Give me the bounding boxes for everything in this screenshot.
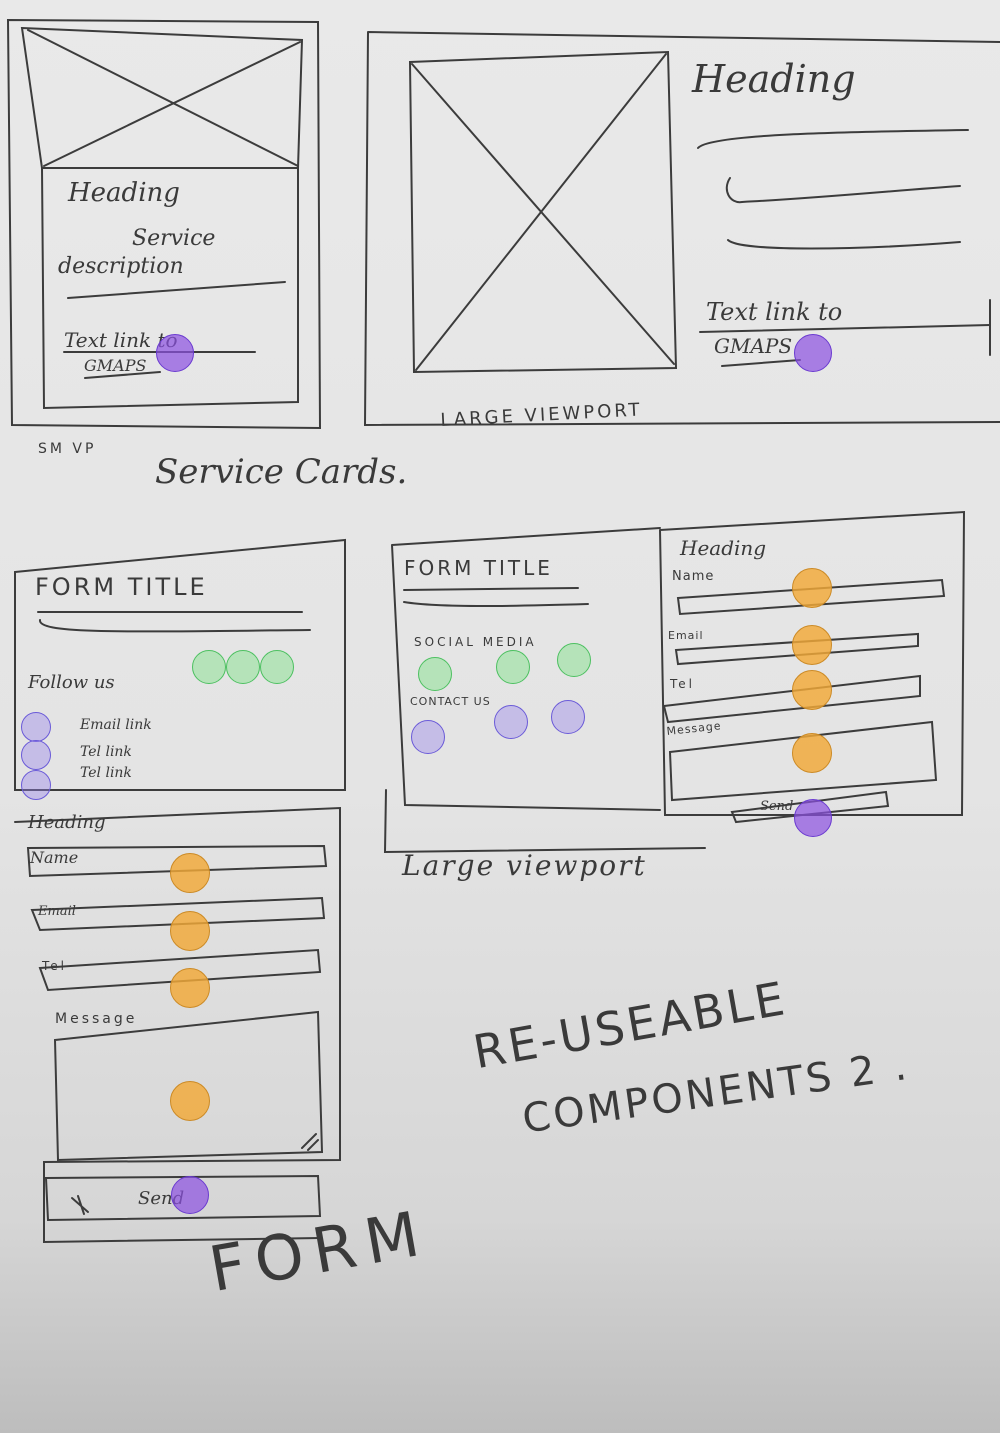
small-form-facebook-icon[interactable] [226,650,260,684]
large-card-outer-frame [363,31,1000,427]
small-form-name-label: Name [30,848,79,867]
small-form-heading: Heading [28,812,106,833]
small-form-contact-link-tel-1[interactable]: Tel link [80,744,132,760]
small-form-send-icon [71,1195,89,1215]
small-form-youtube-icon[interactable] [260,650,294,684]
small-form-title: FORM TITLE [35,573,208,601]
small-form-contact-link-tel-2[interactable]: Tel link [80,765,132,781]
large-card-image-frame [408,50,678,374]
large-form-message-input [668,720,938,802]
small-form-tel-input [38,948,322,992]
large-card-gmaps-link-marker[interactable] [794,334,832,372]
small-form-tel-label: Tel [42,959,68,973]
large-form-name-input [676,578,946,616]
large-form-youtube-icon[interactable] [557,643,591,677]
large-card-divider [699,324,991,333]
small-form-phone-icon-2[interactable] [21,770,51,800]
large-form-tel-label: Tel [670,677,696,691]
small-form-contact-link-email[interactable]: Email link [80,717,152,733]
large-form-phone-icon-1[interactable] [494,705,528,739]
large-card-link-2: GMAPS [714,334,793,358]
small-card-description-2: description [58,254,184,279]
small-form-follow-label: Follow us [28,672,115,693]
large-card-line-3 [727,239,961,250]
small-form-send-button [44,1174,322,1222]
small-card-link-underline-2 [84,371,161,379]
large-card-line-2 [725,177,961,204]
small-form-message-input-marker[interactable] [170,1081,210,1121]
large-form-viewport-label: Large viewport [402,849,647,882]
large-form-title: FORM TITLE [404,556,553,580]
small-card-link-1: Text link to [64,328,178,352]
large-form-email-label: Email [668,629,704,642]
small-card-desc-line [67,281,286,299]
large-form-social-label: SOCIAL MEDIA [414,635,537,649]
small-card-gmaps-link-marker[interactable] [156,334,194,372]
small-card-outer-frame [6,18,322,430]
large-form-message-input-marker[interactable] [792,733,832,773]
large-form-left-frame [391,527,661,811]
large-card-link-1: Text link to [706,298,843,326]
small-form-name-input-marker[interactable] [170,853,210,893]
small-form-email-input [30,896,326,932]
large-form-phone-icon-2[interactable] [551,700,585,734]
small-card-viewport-label: SM VP [38,441,97,457]
large-form-email-input [674,632,919,666]
small-form-send-button-marker[interactable] [171,1176,209,1214]
small-card-description-1: Service [132,226,216,251]
large-form-heading: Heading [680,536,767,560]
large-card-image-cross [411,53,675,371]
small-card-link-2: GMAPS [84,356,147,375]
small-form-name-input [26,844,328,878]
large-form-right-frame [659,510,966,816]
small-form-phone-icon-1[interactable] [21,740,51,770]
large-card-heading: Heading [692,57,856,101]
small-card-heading: Heading [68,178,180,208]
large-form-email-input-marker[interactable] [792,625,832,665]
large-form-email-icon[interactable] [411,720,445,754]
small-card-body-frame [41,167,299,410]
large-form-name-input-marker[interactable] [792,568,832,608]
large-form-send-button-marker[interactable] [794,799,832,837]
large-form-contact-label: CONTACT US [410,695,491,708]
service-cards-label: Service Cards. [155,452,408,492]
large-form-title-line-2 [403,601,589,607]
small-form-tel-input-marker[interactable] [170,968,210,1008]
small-form-instagram-icon[interactable] [192,650,226,684]
large-form-facebook-icon[interactable] [496,650,530,684]
small-form-email-input-marker[interactable] [170,911,210,951]
large-card-line-1 [697,129,969,149]
small-form-title-line-2 [39,619,311,633]
large-form-send-button [730,790,890,824]
small-form-message-resize [301,1133,319,1151]
large-form-tel-input-marker[interactable] [792,670,832,710]
large-card-link-underline [721,359,801,367]
small-form-top-frame [14,538,346,791]
large-form-instagram-icon[interactable] [418,657,452,691]
small-form-message-input [53,1010,324,1162]
small-form-email-label: Email [38,904,76,919]
small-form-email-icon[interactable] [21,712,51,742]
large-form-send-label: Send [760,799,794,814]
large-form-outer-frame [383,789,706,854]
large-form-title-line-1 [403,587,579,591]
large-form-name-label: Name [672,569,715,584]
small-card-image-cross [27,29,301,167]
large-form-tel-input [662,674,921,724]
small-form-bottom-frame [14,806,341,1244]
small-form-message-label: Message [55,1011,138,1027]
